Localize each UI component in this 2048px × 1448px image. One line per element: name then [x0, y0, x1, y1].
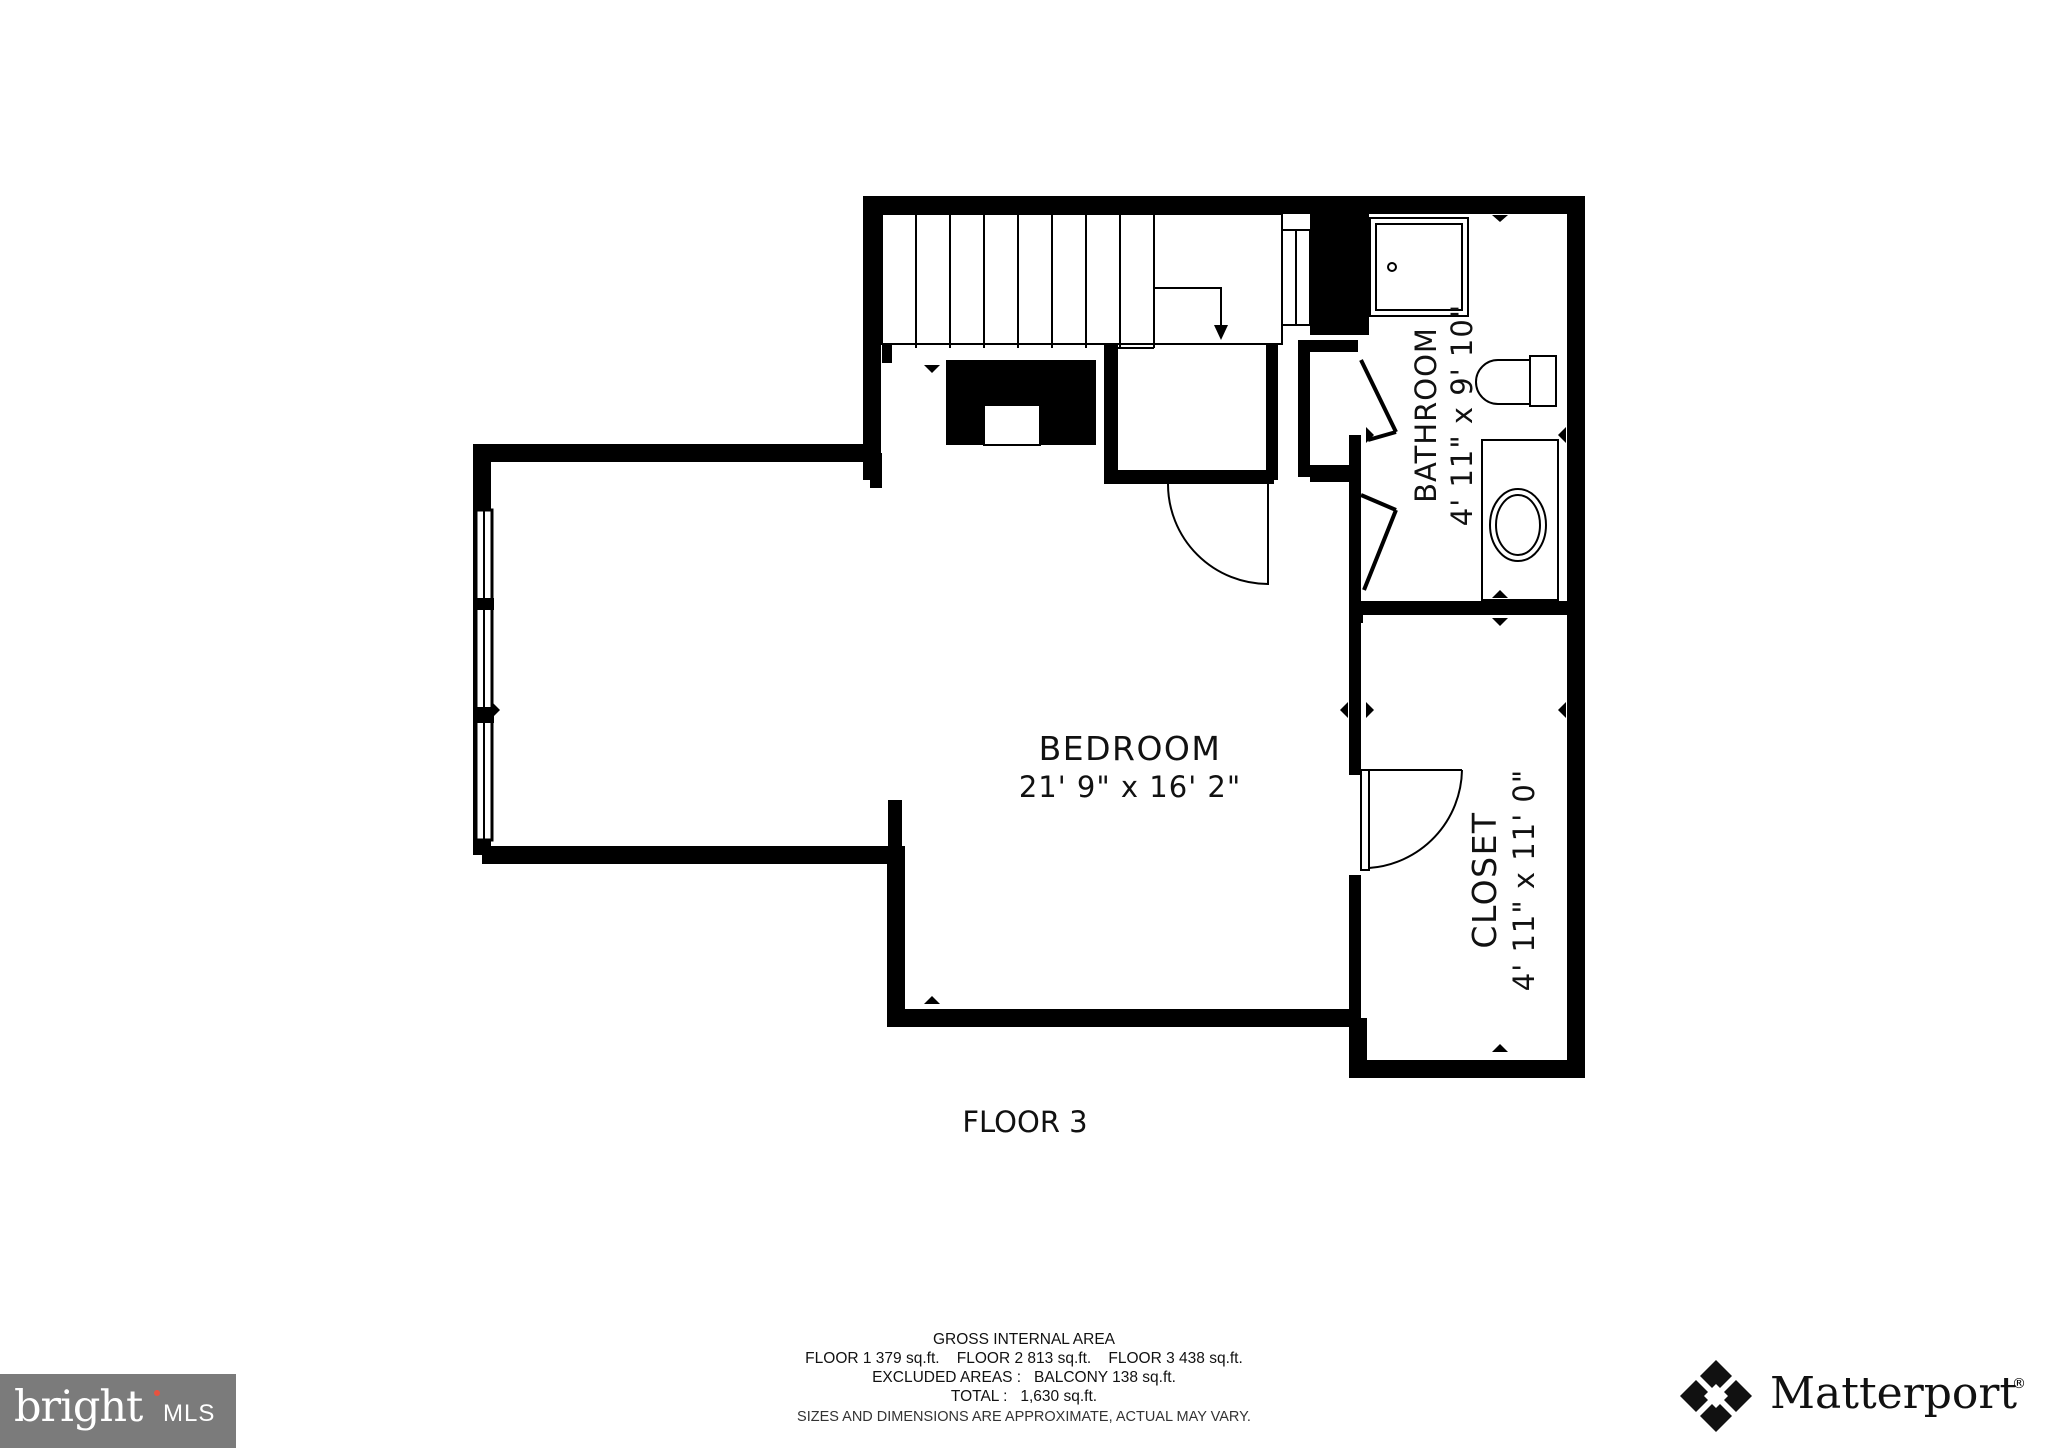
- area-excluded: EXCLUDED AREAS : BALCONY 138 sq.ft.: [872, 1369, 1176, 1386]
- area-disclaimer: SIZES AND DIMENSIONS ARE APPROXIMATE, AC…: [797, 1409, 1251, 1425]
- area-floors: FLOOR 1 379 sq.ft. FLOOR 2 813 sq.ft. FL…: [805, 1350, 1243, 1367]
- matterport-logo: Matterport ®: [1676, 1356, 2036, 1436]
- area-summary: GROSS INTERNAL AREA FLOOR 1 379 sq.ft. F…: [0, 1330, 2048, 1427]
- closet-name: CLOSET: [1465, 811, 1504, 948]
- bedroom-dimensions: 21' 9" x 16' 2": [1019, 770, 1241, 804]
- bathroom-doors: [1359, 359, 1398, 591]
- floor-label: FLOOR 3: [962, 1105, 1087, 1139]
- interior-walls: [882, 205, 1576, 1025]
- bedroom-door: [1167, 471, 1269, 585]
- bright-mls-logo: bright MLS: [0, 1374, 236, 1448]
- bedroom-name: BEDROOM: [1039, 729, 1222, 768]
- bathroom-name: BATHROOM: [1409, 327, 1443, 503]
- matterport-logo-word: Matterport: [1770, 1368, 2018, 1419]
- wall-stub: [870, 453, 882, 488]
- window-left: [474, 508, 494, 842]
- bright-logo-word: bright: [14, 1382, 143, 1432]
- area-total: TOTAL : 1,630 sq.ft.: [950, 1388, 1098, 1405]
- matterport-registered-mark: ®: [2012, 1376, 2026, 1392]
- stairs: [881, 205, 1350, 349]
- bathroom-dimensions: 4' 11" x 9' 10": [1445, 304, 1479, 526]
- dimension-markers: [492, 215, 1566, 1052]
- bathroom-fixtures: [1369, 217, 1559, 601]
- bright-logo-dot: [154, 1390, 160, 1396]
- chimney-opening: [983, 404, 1041, 446]
- closet-dimensions: 4' 11" x 11' 0": [1507, 769, 1541, 991]
- closet-door: [1360, 769, 1463, 871]
- area-heading: GROSS INTERNAL AREA: [932, 1331, 1116, 1348]
- matterport-mark-icon: [1680, 1360, 1752, 1432]
- wall-stub-lower: [888, 800, 902, 860]
- bright-logo-mls: MLS: [163, 1400, 216, 1427]
